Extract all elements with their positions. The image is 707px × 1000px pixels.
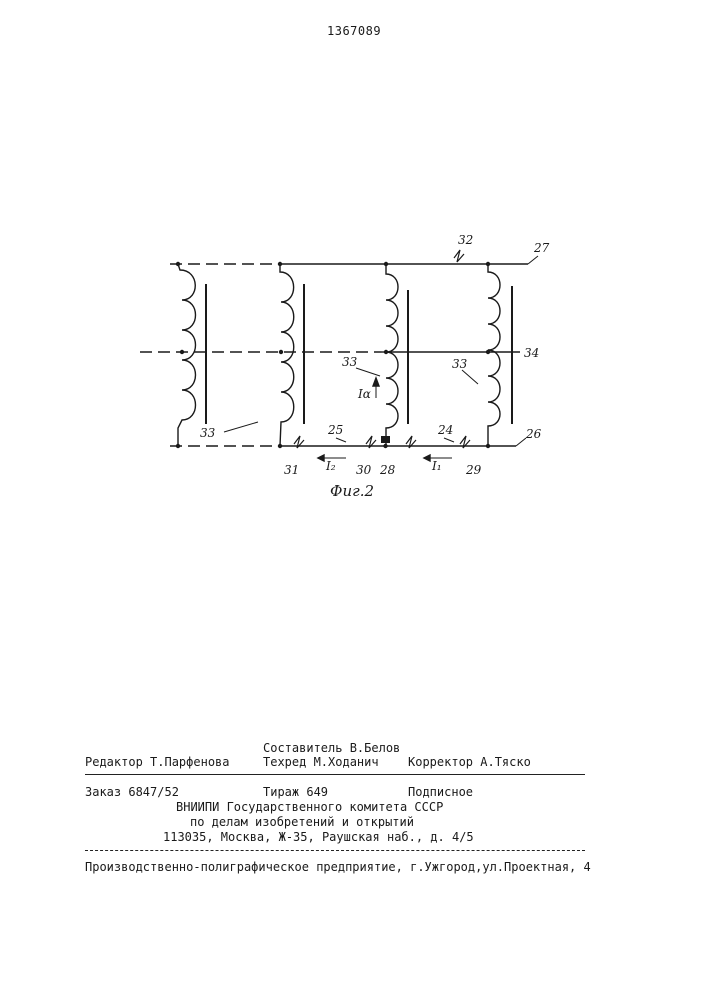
org-line-2: по делам изобретений и открытий xyxy=(190,815,414,829)
label-27: 27 xyxy=(533,241,550,255)
label-33-mid: 33 xyxy=(342,355,358,369)
techred: Техред М.Ходанич xyxy=(263,755,379,769)
label-current-ia: Iα xyxy=(357,387,371,401)
breaker-28 xyxy=(381,436,390,443)
winding-3 xyxy=(386,264,408,446)
figure-caption: Фиг.2 xyxy=(330,482,374,500)
print-run: Тираж 649 xyxy=(263,785,328,799)
winding-2 xyxy=(280,264,304,446)
org-address: 113035, Москва, Ж-35, Раушская наб., д. … xyxy=(163,830,474,844)
winding-4 xyxy=(488,264,512,446)
printer-line: Производственно-полиграфическое предприя… xyxy=(85,860,591,874)
label-33-left: 33 xyxy=(200,426,216,440)
label-24: 24 xyxy=(437,423,453,437)
org-line-1: ВНИИПИ Государственного комитета СССР xyxy=(176,800,443,814)
divider xyxy=(85,850,585,851)
subscription: Подписное xyxy=(408,785,473,799)
label-31: 31 xyxy=(284,463,299,477)
compiler: Составитель В.Белов xyxy=(263,741,400,755)
label-current-i1: I₁ xyxy=(431,459,442,473)
label-28: 28 xyxy=(379,463,396,477)
junction-dots xyxy=(176,262,490,448)
label-29: 29 xyxy=(465,463,482,477)
label-25: 25 xyxy=(327,423,343,437)
label-32: 32 xyxy=(458,233,473,247)
winding-1 xyxy=(178,264,206,446)
circuit-diagram: 32 27 34 26 33 33 33 25 24 31 30 28 29 I… xyxy=(0,0,707,520)
label-33-right: 33 xyxy=(452,357,468,371)
editor: Редактор Т.Парфенова xyxy=(85,755,230,769)
corrector: Корректор А.Тяско xyxy=(408,755,531,769)
label-30: 30 xyxy=(356,463,372,477)
label-34: 34 xyxy=(524,346,539,360)
label-current-i2: I₂ xyxy=(325,459,336,473)
divider xyxy=(85,774,585,775)
order-number: Заказ 6847/52 xyxy=(85,785,179,799)
label-26: 26 xyxy=(525,427,542,441)
